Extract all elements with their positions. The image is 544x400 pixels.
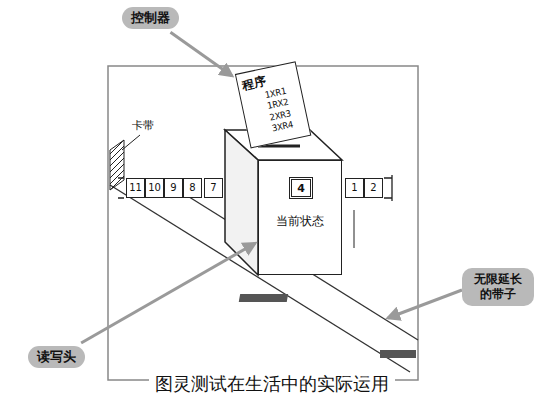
node-label: 11: [127, 179, 144, 197]
node-label: 当前状态: [259, 213, 341, 230]
tape-cell: 1: [345, 178, 364, 198]
machine-side: [225, 130, 258, 275]
belt-slot: [380, 350, 416, 358]
tape-end: [118, 178, 124, 198]
state-display: 4: [289, 177, 313, 199]
tape-cell: 11: [126, 178, 145, 198]
machine-box: 当前状态 4: [258, 160, 342, 275]
tape-roll: [110, 140, 124, 190]
callout-arrow: [388, 290, 462, 318]
belt-slot: [239, 294, 288, 302]
callout-pill: 读写头: [28, 346, 85, 368]
caption: 图灵测试在生活中的实际运用: [149, 373, 395, 394]
node-label: 读写头: [37, 349, 76, 365]
callout-pill: 控制器: [122, 7, 179, 29]
tape-cell: 7: [204, 178, 223, 198]
node-label: 2: [365, 179, 382, 197]
mark: [354, 210, 355, 248]
node-body: 1XR1 1RX2 2XR3 3XR4: [264, 84, 303, 134]
tape-cell: 10: [145, 178, 164, 198]
node-label: 控制器: [131, 10, 170, 26]
caption-row: 图灵测试在生活中的实际运用: [0, 372, 544, 396]
part-label: 卡带: [132, 118, 154, 133]
callout-arrow: [81, 243, 255, 343]
leader-line: [122, 135, 140, 150]
callout-arrow: [170, 32, 231, 75]
node-label: 7: [205, 179, 222, 197]
tape-cell: 2: [364, 178, 383, 198]
node-label: 无限延长的带子: [470, 272, 526, 302]
node-label: 10: [146, 179, 163, 197]
callout-pill: 无限延长的带子: [462, 268, 534, 306]
node-label: 1: [346, 179, 363, 197]
tape-end: [384, 175, 392, 201]
node-label: 8: [184, 179, 201, 197]
tape-cell: 9: [164, 178, 183, 198]
node-label: 4: [292, 180, 310, 198]
node-label: 9: [165, 179, 182, 197]
tape-cell: 8: [183, 178, 202, 198]
